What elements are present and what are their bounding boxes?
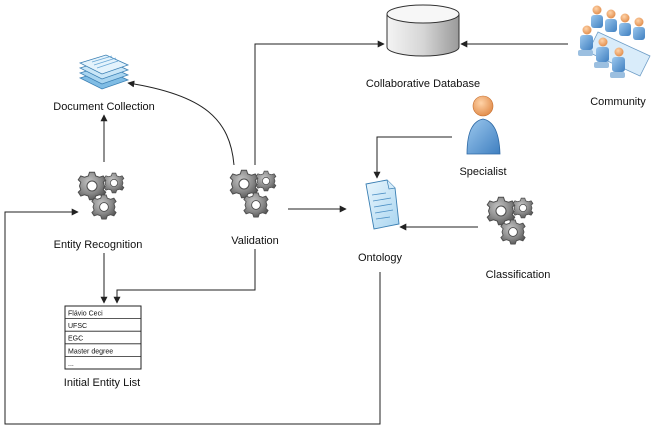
person-icon: [466, 95, 501, 155]
entity-recognition-label: Entity Recognition: [54, 239, 143, 251]
entity-list-row: Flávio Ceci: [68, 311, 103, 318]
gears-icon: [78, 172, 124, 219]
ontology-node: Ontology: [358, 179, 403, 264]
meeting-group-icon: [578, 5, 651, 78]
initial-entity-list-node: Flávio Ceci UFSC EGC Master degree ... I…: [64, 305, 142, 389]
document-collection-node: Document Collection: [53, 54, 155, 113]
entity-list-row: ...: [68, 361, 74, 368]
validation-node: Validation: [230, 170, 279, 247]
entity-recognition-node: Entity Recognition: [54, 172, 143, 251]
entity-list-table: Flávio Ceci UFSC EGC Master degree ...: [64, 305, 142, 370]
specialist-label: Specialist: [459, 166, 506, 178]
document-collection-label: Document Collection: [53, 101, 155, 113]
document-icon: [365, 179, 400, 230]
stacked-documents-icon: [78, 54, 130, 90]
collaborative-database-node: Collaborative Database: [366, 4, 480, 90]
classification-node: Classification: [486, 197, 551, 281]
initial-entity-list-label: Initial Entity List: [64, 377, 140, 389]
validation-label: Validation: [231, 235, 279, 247]
entity-list-row: EGC: [68, 336, 83, 343]
classification-label: Classification: [486, 269, 551, 281]
collaborative-database-label: Collaborative Database: [366, 78, 480, 90]
specialist-node: Specialist: [459, 95, 507, 178]
community-node: Community: [578, 5, 651, 108]
community-label: Community: [590, 96, 646, 108]
edge-ontology-to-entity-recognition: [4, 208, 381, 425]
ontology-label: Ontology: [358, 252, 403, 264]
edge-validation-to-entity-list: [113, 249, 256, 304]
edge-validation-to-document-collection: [127, 80, 235, 166]
gears-icon: [487, 197, 533, 244]
edge-specialist-to-ontology: [373, 136, 452, 179]
gears-icon: [230, 170, 276, 217]
entity-list-row: UFSC: [68, 323, 87, 330]
entity-list-row: Master degree: [68, 348, 113, 355]
edge-validation-to-database: [254, 40, 385, 165]
database-cylinder-icon: [386, 4, 460, 57]
